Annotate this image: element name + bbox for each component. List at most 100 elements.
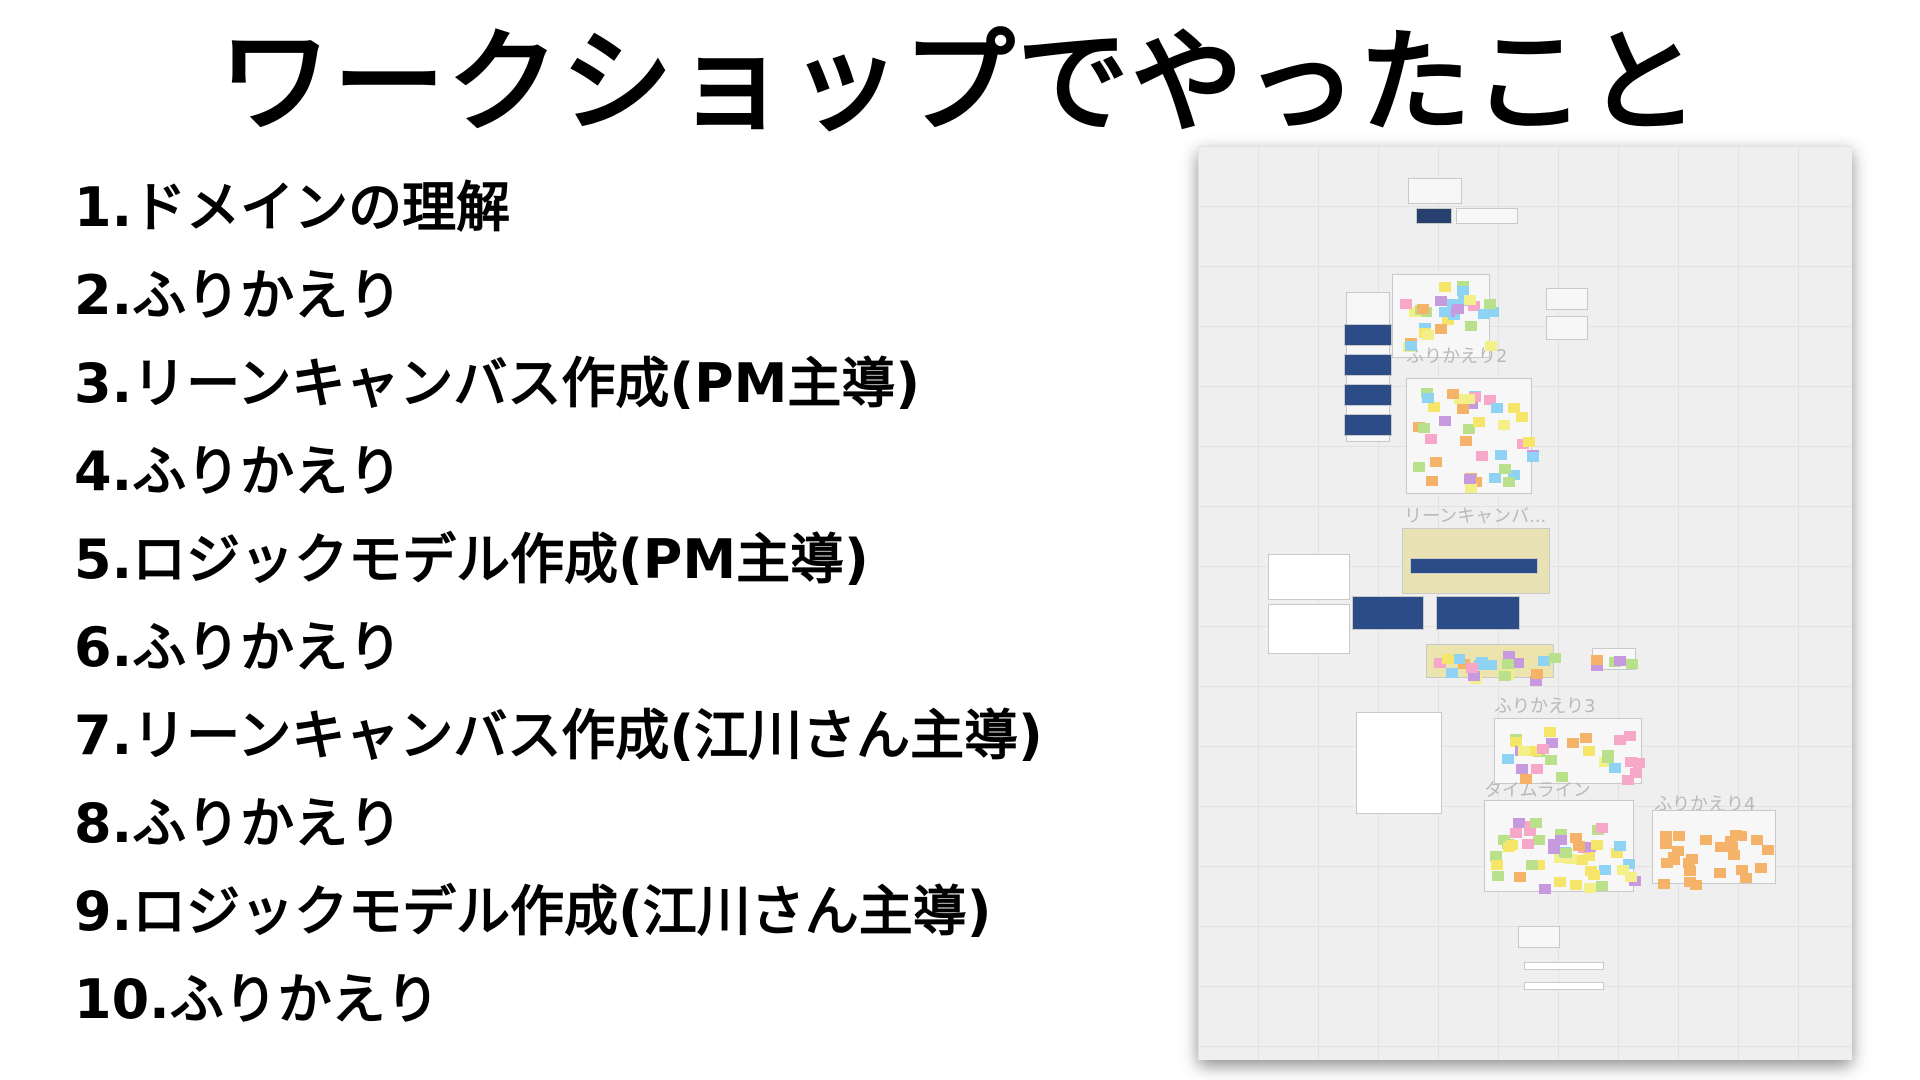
- sticky-note: [1672, 846, 1685, 857]
- sticky-note: [1412, 461, 1425, 472]
- sticky-note: [1495, 449, 1508, 460]
- sticky-note: [1488, 472, 1501, 483]
- sticky-note: [1614, 656, 1627, 667]
- step-item: 5.ロジックモデル作成(PM主導): [74, 528, 869, 591]
- sticky-note: [1582, 851, 1595, 862]
- sticky-note: [1569, 832, 1582, 843]
- sticky-note: [1502, 658, 1515, 669]
- step-item: 4.ふりかえり: [74, 440, 403, 503]
- board-frame: [1518, 926, 1560, 948]
- sticky-note: [1533, 834, 1546, 845]
- sticky-note: [1477, 308, 1490, 319]
- sticky-note: [1418, 422, 1430, 433]
- sticky-note: [1566, 737, 1579, 748]
- sticky-note: [1468, 671, 1481, 682]
- sticky-note: [1492, 871, 1505, 882]
- sticky-note: [1622, 858, 1635, 869]
- sticky-note: [1610, 848, 1623, 858]
- board-frame: [1546, 316, 1588, 340]
- board-label: タイムライン: [1484, 780, 1591, 801]
- sticky-note: [1595, 822, 1608, 833]
- sticky-note: [1564, 853, 1577, 864]
- sticky-note: [1602, 753, 1615, 764]
- sticky-note: [1544, 754, 1557, 765]
- sticky-note: [1475, 656, 1488, 667]
- sticky-note: [1465, 320, 1478, 331]
- sticky-note: [1473, 417, 1486, 428]
- sticky-note: [1457, 404, 1470, 415]
- sticky-note: [1624, 731, 1637, 742]
- sticky-note: [1485, 659, 1498, 670]
- sticky-note: [1502, 753, 1515, 764]
- sticky-note: [1616, 864, 1629, 875]
- sticky-note: [1599, 865, 1612, 876]
- sticky-note: [1524, 826, 1537, 837]
- sticky-note: [1463, 474, 1476, 485]
- sticky-note: [1421, 392, 1434, 403]
- sticky-note: [1503, 651, 1516, 662]
- sticky-note: [1530, 764, 1543, 775]
- sticky-note: [1530, 669, 1543, 680]
- sticky-note: [1525, 859, 1538, 870]
- step-item: 6.ふりかえり: [74, 616, 403, 679]
- sticky-note: [1659, 839, 1672, 850]
- sticky-note: [1625, 757, 1638, 768]
- sticky-note: [1699, 834, 1712, 845]
- board-frame: [1410, 558, 1538, 574]
- sticky-note: [1575, 854, 1588, 865]
- sticky-note: [1517, 745, 1530, 756]
- sticky-note: [1510, 828, 1523, 838]
- sticky-note: [1735, 864, 1748, 875]
- sticky-note: [1427, 402, 1440, 413]
- sticky-note: [1529, 818, 1542, 828]
- sticky-note: [1464, 294, 1477, 305]
- sticky-note: [1447, 388, 1460, 399]
- board-label: リーンキャンバ...: [1404, 506, 1547, 527]
- board-frame: [1356, 712, 1442, 814]
- sticky-note: [1726, 842, 1739, 853]
- sticky-note: [1622, 775, 1635, 786]
- sticky-note: [1569, 880, 1582, 891]
- sticky-note: [1483, 298, 1496, 309]
- sticky-note: [1460, 435, 1473, 446]
- sticky-note: [1595, 880, 1608, 891]
- sticky-note: [1446, 667, 1459, 678]
- board-frame: [1344, 414, 1392, 436]
- sticky-note: [1526, 451, 1539, 462]
- sticky-note: [1490, 860, 1503, 871]
- workshop-board-screenshot: ふりかえり2 リーンキャンバ... ふりかえり3 タイムライン ふりかえり4: [1198, 146, 1852, 1060]
- sticky-note: [1442, 654, 1455, 665]
- sticky-note: [1429, 456, 1442, 467]
- sticky-note: [1469, 476, 1482, 487]
- sticky-note: [1727, 849, 1740, 860]
- board-frame: [1352, 596, 1424, 630]
- step-item: 2.ふりかえり: [74, 264, 403, 327]
- sticky-note: [1556, 772, 1569, 783]
- sticky-note: [1434, 295, 1447, 306]
- sticky-note: [1668, 854, 1681, 865]
- sticky-note: [1608, 762, 1621, 773]
- step-item: 8.ふりかえり: [74, 792, 403, 855]
- board-frame: [1416, 208, 1452, 224]
- sticky-note: [1508, 470, 1521, 481]
- sticky-note: [1762, 845, 1775, 856]
- sticky-note: [1555, 835, 1568, 846]
- sticky-note: [1522, 838, 1535, 849]
- sticky-note: [1456, 285, 1469, 296]
- step-item: 10.ふりかえり: [74, 968, 440, 1031]
- sticky-note: [1750, 834, 1763, 845]
- sticky-note: [1626, 658, 1639, 669]
- step-item: 3.リーンキャンバス作成(PM主導): [74, 352, 921, 415]
- sticky-note: [1614, 735, 1627, 746]
- sticky-note: [1583, 745, 1596, 756]
- sticky-note: [1497, 835, 1510, 846]
- sticky-note: [1513, 872, 1526, 883]
- sticky-note: [1400, 298, 1413, 309]
- sticky-note: [1498, 671, 1511, 682]
- sticky-note: [1490, 402, 1503, 413]
- sticky-note: [1554, 853, 1567, 864]
- step-item: 1.ドメインの理解: [74, 176, 511, 239]
- sticky-note: [1659, 831, 1672, 842]
- sticky-note: [1572, 841, 1585, 852]
- sticky-note: [1508, 402, 1521, 413]
